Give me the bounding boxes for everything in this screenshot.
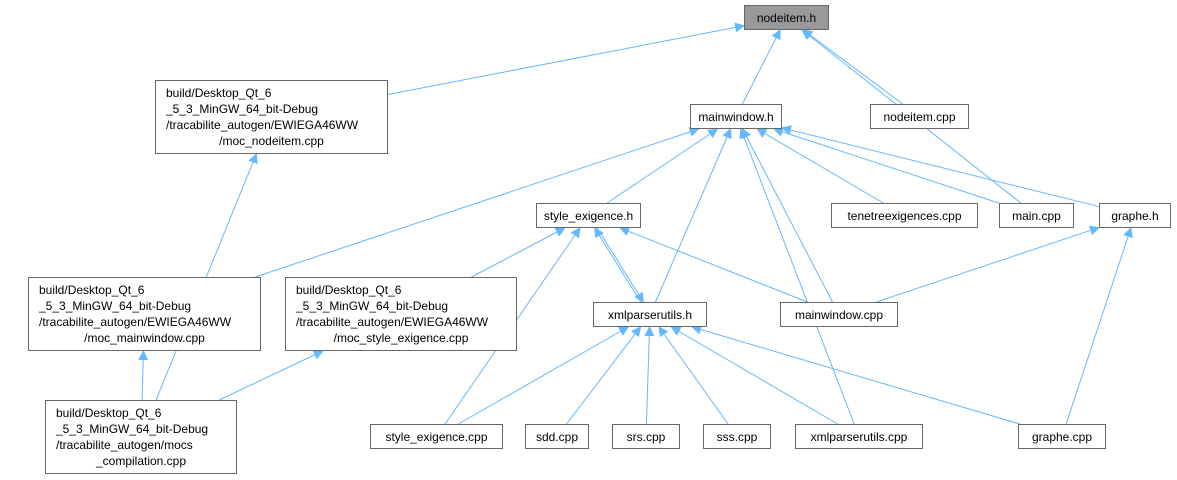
node-mainwindow-h[interactable]: mainwindow.h: [690, 104, 782, 129]
edge-sss-cpp-to-xmlparserutils-h: [658, 326, 729, 425]
node-graphe-h[interactable]: graphe.h: [1099, 203, 1171, 228]
edge-srs-cpp-to-xmlparserutils-h: [644, 326, 655, 425]
node-label-line: /tracabilite_autogen/EWIEGA46WW: [296, 315, 489, 329]
node-label-line: /tracabilite_autogen/EWIEGA46WW: [166, 118, 359, 132]
node-main-cpp[interactable]: main.cpp: [999, 203, 1074, 228]
node-label-line: _5_3_MinGW_64_bit-Debug: [166, 102, 319, 116]
node-nodeitem-cpp[interactable]: nodeitem.cpp: [870, 104, 969, 129]
edge-moc-style-exigence-to-style-exigence-h: [471, 227, 566, 278]
edge-mainwindow-cpp-to-graphe-h: [876, 225, 1100, 303]
edge-mainwindow-h-to-nodeitem-h: [741, 29, 781, 105]
node-label: sss.cpp: [716, 429, 758, 444]
edge-main-cpp-to-mainwindow-h: [772, 127, 1000, 204]
node-label: xmlparserutils.h: [607, 307, 693, 322]
node-nodeitem-h[interactable]: nodeitem.h: [744, 5, 829, 30]
edge-graphe-cpp-to-graphe-h: [1065, 227, 1133, 425]
node-sdd-cpp[interactable]: sdd.cpp: [525, 424, 589, 449]
edge-xmlparserutils-cpp-to-mainwindow-h: [739, 128, 855, 425]
node-label: graphe.h: [1111, 208, 1159, 223]
node-xmlparserutils-h[interactable]: xmlparserutils.h: [593, 302, 707, 327]
node-label-line: /moc_mainwindow.cpp: [84, 331, 205, 345]
edge-mocs-compilation-to-moc-style-exigence: [218, 350, 324, 401]
node-label-line: /tracabilite_autogen/mocs: [56, 438, 193, 452]
node-label-line: /tracabilite_autogen/EWIEGA46WW: [39, 315, 232, 329]
edge-mainwindow-cpp-to-mainwindow-h: [742, 128, 833, 303]
node-xmlparserutils-cpp[interactable]: xmlparserutils.cpp: [795, 424, 923, 449]
edge-mainwindow-cpp-to-style-exigence-h: [619, 226, 808, 303]
node-label: xmlparserutils.cpp: [810, 429, 908, 444]
edge-sdd-cpp-to-xmlparserutils-h: [566, 326, 642, 425]
edge-xmlparserutils-h-to-style-exigence-h: [594, 227, 642, 303]
node-label-line: /moc_nodeitem.cpp: [219, 134, 324, 148]
node-moc-mainwindow[interactable]: build/Desktop_Qt_6 _5_3_MinGW_64_bit-Debu…: [28, 277, 261, 351]
node-label: graphe.cpp: [1031, 429, 1093, 444]
edge-graphe-h-to-mainwindow-h: [781, 125, 1100, 208]
node-graphe-cpp[interactable]: graphe.cpp: [1018, 424, 1106, 449]
edge-mocs-compilation-to-moc-mainwindow: [138, 350, 149, 401]
edge-style-exigence-h-to-mainwindow-h: [606, 128, 719, 204]
node-label: style_exigence.h: [543, 208, 634, 223]
edge-moc-nodeitem-to-nodeitem-h: [387, 22, 745, 95]
node-label: mainwindow.h: [698, 109, 774, 124]
node-label: srs.cpp: [626, 429, 666, 444]
node-moc-style-exigence[interactable]: build/Desktop_Qt_6 _5_3_MinGW_64_bit-Debu…: [285, 277, 517, 351]
node-label-line: _compilation.cpp: [95, 454, 187, 468]
node-label: tenetreexigences.cpp: [847, 208, 962, 223]
edge-nodeitem-cpp-to-nodeitem-h: [802, 29, 904, 105]
node-label: main.cpp: [1012, 208, 1061, 223]
edge-style-exigence-cpp-to-xmlparserutils-h: [458, 326, 629, 425]
node-label-line: _5_3_MinGW_64_bit-Debug: [296, 299, 449, 313]
node-tenetreexigences-cpp[interactable]: tenetreexigences.cpp: [831, 203, 978, 228]
node-label-line: _5_3_MinGW_64_bit-Debug: [39, 299, 192, 313]
node-label: style_exigence.cpp: [385, 429, 488, 444]
node-mocs-compilation[interactable]: build/Desktop_Qt_6 _5_3_MinGW_64_bit-Debu…: [45, 400, 237, 474]
edge-tenetreexigences-cpp-to-mainwindow-h: [756, 128, 884, 204]
edge-xmlparserutils-cpp-to-xmlparserutils-h: [670, 326, 838, 425]
edge-moc-mainwindow-to-mainwindow-h: [255, 127, 700, 278]
node-moc-nodeitem[interactable]: build/Desktop_Qt_6 _5_3_MinGW_64_bit-Debu…: [155, 80, 388, 154]
node-mainwindow-cpp[interactable]: mainwindow.cpp: [780, 302, 898, 327]
edge-style-exigence-h-to-xmlparserutils-h: [596, 227, 644, 303]
node-style-exigence-h[interactable]: style_exigence.h: [536, 203, 641, 228]
node-label-line: build/Desktop_Qt_6: [166, 86, 272, 100]
node-style-exigence-cpp[interactable]: style_exigence.cpp: [370, 424, 503, 449]
edge-xmlparserutils-h-to-mainwindow-h: [654, 128, 732, 303]
node-srs-cpp[interactable]: srs.cpp: [612, 424, 680, 449]
node-label: mainwindow.cpp: [794, 307, 884, 322]
node-label-line: build/Desktop_Qt_6: [56, 406, 162, 420]
node-label: nodeitem.cpp: [883, 109, 956, 124]
node-label-line: build/Desktop_Qt_6: [39, 283, 145, 297]
node-label-line: /moc_style_exigence.cpp: [333, 331, 469, 345]
node-label-line: build/Desktop_Qt_6: [296, 283, 402, 297]
node-sss-cpp[interactable]: sss.cpp: [703, 424, 771, 449]
edge-graphe-cpp-to-xmlparserutils-h: [691, 324, 1020, 425]
node-label: nodeitem.h: [756, 10, 817, 25]
node-label-line: _5_3_MinGW_64_bit-Debug: [56, 422, 209, 436]
node-label: sdd.cpp: [535, 429, 579, 444]
